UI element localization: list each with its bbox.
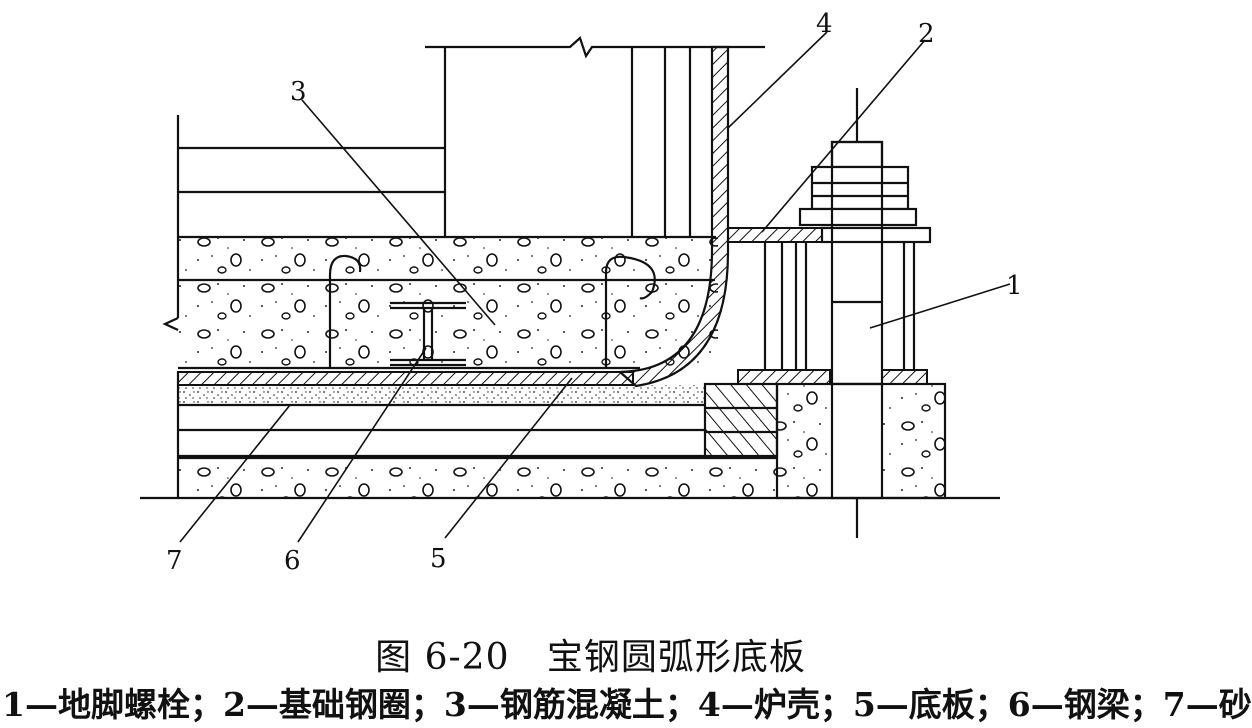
callout-labels: 1 2 3 4 5 6 7 xyxy=(166,9,1023,576)
leader-lines xyxy=(179,31,1011,543)
ring-support-stiffeners xyxy=(763,242,916,370)
upper-wall-block xyxy=(176,36,765,318)
sand-layer xyxy=(178,385,704,458)
furnace-base-cross-section-diagram: 1 2 3 4 5 6 7 xyxy=(140,9,1023,576)
callout-6: 6 xyxy=(284,546,301,576)
steel-ring xyxy=(727,227,830,243)
callout-2: 2 xyxy=(918,19,935,49)
callout-4: 4 xyxy=(816,9,833,39)
callout-3: 3 xyxy=(290,77,307,107)
figure-caption-title: 图 6-20 宝钢圆弧形底板 xyxy=(375,637,806,678)
callout-5: 5 xyxy=(430,544,447,574)
hatched-blocks xyxy=(703,382,779,458)
anchor-bolt xyxy=(798,88,932,538)
callout-7: 7 xyxy=(166,546,183,576)
concrete-slab xyxy=(162,235,718,370)
foundation-right-block xyxy=(737,369,947,500)
figure-legend: 1—地脚螺栓；2—基础钢圈；3—钢筋混凝土；4—炉壳；5—底板；6—钢梁；7—砂 xyxy=(2,685,1252,724)
callout-1: 1 xyxy=(1006,271,1023,301)
base-concrete xyxy=(176,372,778,498)
rebar-hooks xyxy=(328,254,656,368)
